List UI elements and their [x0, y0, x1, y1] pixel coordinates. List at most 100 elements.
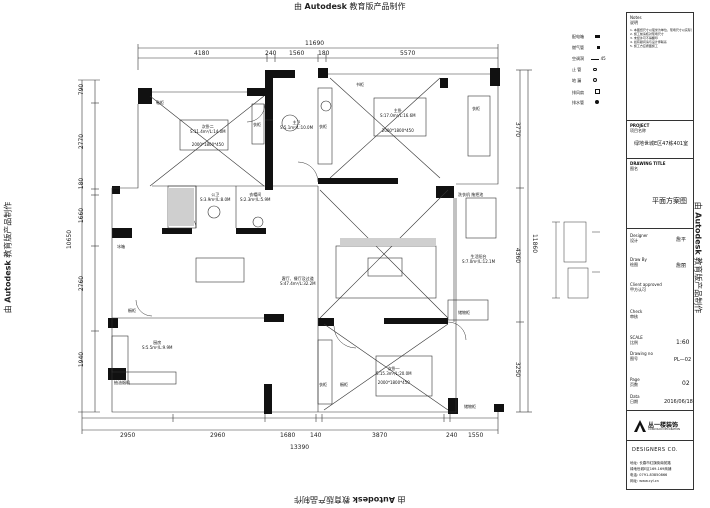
scale-value: 1:60: [676, 339, 690, 346]
page-sub: 页数: [630, 382, 638, 387]
company-en: CONGYILOU DECORATION: [648, 428, 681, 431]
notes-sub: 说明: [630, 20, 638, 25]
watermark-brand: Autodesk: [693, 212, 703, 255]
check-label: Check: [630, 309, 643, 314]
drawing-no-value: PL—02: [674, 357, 692, 363]
drawn-sub: 绘图: [630, 262, 638, 267]
watermark-prefix: 由: [294, 2, 302, 11]
company-address-2: 绿地世城E区169-169商铺: [630, 467, 672, 471]
notes-label: Notes: [630, 15, 642, 20]
room-area: S:11.4m²/L:14.0M: [190, 129, 226, 135]
title-block: [626, 12, 694, 490]
drawn-value: 詹丽: [676, 263, 687, 269]
date-sub: 日期: [630, 399, 638, 404]
room-living-dining: 客厅、餐厅及过道 S:47.4m²/L:32.2M: [280, 276, 316, 286]
scale-label: SCALE: [630, 335, 643, 340]
legend-label: 燃气管: [572, 45, 584, 50]
drawing-no-sub: 图号: [630, 356, 638, 361]
pipe-icon: [592, 68, 597, 71]
label-wardrobe-4: 衣柜: [319, 382, 327, 387]
bed-size: 2000*1800*450: [377, 380, 410, 386]
page-label: Page: [630, 377, 640, 382]
room-area: S:2.3m²/L:5.9M: [240, 197, 271, 203]
dim-left-seg-2: 2770: [78, 133, 86, 150]
label-shoe-cabinet: 鞋柜: [156, 100, 164, 105]
company-name: 丛一楼装饰: [648, 422, 679, 429]
dim-bottom-seg-3: 1680: [280, 432, 296, 439]
dim-top-seg-1: 4180: [194, 50, 210, 57]
legend-item-distribution-box: 配电箱: [572, 34, 601, 40]
check-sub: 审核: [630, 314, 638, 319]
watermark-top: 由 Autodesk 教育版产品制作: [294, 1, 406, 12]
project-sub: 项目名称: [630, 128, 646, 133]
dim-left-total: 10650: [66, 229, 74, 250]
room-bedroom-2: 次卧二 S:11.4m²/L:14.0M 2000*1800*450: [190, 124, 226, 148]
dim-left-seg-5: 2760: [78, 275, 86, 292]
drawing-title-sub: 图名: [630, 166, 638, 171]
dim-bottom-seg-1: 2950: [120, 432, 136, 439]
notes-line: 1. 本图纸尺寸以毫米为单位，现场尺寸以实际为准: [630, 28, 692, 32]
room-balcony: 生活阳台 S:7.0m²/L:12.1M: [462, 254, 495, 264]
company-phone: 电话: 0791-83850866: [630, 473, 668, 477]
label-fridge: 冰箱: [117, 244, 125, 249]
room-area: S:3.9m²/L:8.0M: [200, 197, 231, 203]
room-name: 次卧一: [387, 366, 400, 371]
designer-value: 詹平: [676, 237, 687, 243]
room-area: S:47.4m²/L:32.2M: [280, 281, 316, 287]
label-wardrobe-1: 衣柜: [253, 122, 261, 127]
dim-top-total: 11690: [305, 40, 325, 47]
room-name: 衣帽间: [249, 192, 262, 197]
room-name: 公卫: [211, 192, 220, 197]
room-name: 主卫: [292, 120, 301, 125]
drawing-title-label: DRAWING TITLE: [630, 161, 666, 166]
gas-pipe-icon: [597, 46, 601, 49]
dim-bottom-total: 13390: [290, 444, 310, 451]
page-value: 02: [682, 380, 690, 387]
room-name: 次卧二: [201, 124, 214, 129]
room-area: S:5.5m²/L:9.9M: [142, 345, 173, 351]
designer-sub: 设计: [630, 238, 638, 243]
room-area: S:7.0m²/L:12.1M: [462, 259, 496, 265]
watermark-suffix: 教育版产品制作: [349, 2, 406, 11]
detail-sketch: [552, 221, 600, 299]
label-cabinet-1: 橱柜: [340, 382, 348, 387]
room-area: S:17.0m²/L:16.6M: [380, 113, 416, 119]
ac-hole-size: 45: [600, 56, 606, 61]
title-block-divider-3: [626, 228, 694, 229]
legend-item-floor-drain: 地 漏: [572, 78, 597, 84]
room-public-bath: 公卫 S:3.9m²/L:8.0M: [200, 192, 230, 202]
bed-size: 2000*1800*450: [381, 128, 414, 134]
legend-label: 排水管: [572, 100, 584, 105]
title-block-divider-5: [626, 440, 694, 441]
scale-sub: 比例: [630, 340, 638, 345]
legend-label: 配电箱: [572, 34, 584, 39]
project-name: 绿地世城E区47栋401室: [634, 141, 689, 147]
dim-bottom-seg-2: 2960: [210, 432, 226, 439]
legend-item-exhaust-fan: 排风扇: [572, 89, 601, 96]
label-cabinet-2: 橱柜: [128, 308, 136, 313]
notes-line: 3. 未经许可不得翻印: [630, 36, 658, 40]
notes-line: 2. 施工前请核对现场尺寸: [630, 32, 664, 36]
dim-top-seg-4: 180: [318, 50, 330, 57]
dim-left-seg-4: 1660: [78, 207, 86, 224]
dim-left-seg-3: 180: [78, 177, 86, 190]
label-storage-1: 储物柜: [458, 310, 470, 315]
distribution-box-icon: [595, 35, 601, 38]
legend-item-pipe: 止 管: [572, 67, 597, 73]
room-master-bedroom: 主卧 S:17.0m²/L:16.6M 2000*1800*450: [380, 108, 416, 134]
dim-bottom-seg-7: 1550: [468, 432, 484, 439]
company-footer: DESIGNERS CO.: [632, 447, 678, 453]
dim-bottom-seg-5: 3870: [372, 432, 388, 439]
dim-right-seg-2: 4360: [514, 247, 522, 264]
room-name: 主卧: [393, 108, 402, 113]
drawn-label: Draw By: [630, 257, 647, 262]
legend-label: 地 漏: [572, 78, 582, 83]
company-logo: 丛一楼装饰 CONGYILOU DECORATION: [634, 418, 690, 436]
legend-label: 止 管: [572, 67, 582, 72]
room-kitchen: 厨房 S:5.5m²/L:9.9M: [142, 340, 172, 350]
label-laundry: 洗衣机 拖把池: [458, 192, 484, 197]
exhaust-fan-icon: [595, 89, 601, 94]
room-area: S:15.3m²/L:20.0M: [376, 371, 412, 377]
room-name: 客厅、餐厅及过道: [281, 276, 314, 281]
dim-top-seg-5: 5570: [400, 50, 416, 57]
